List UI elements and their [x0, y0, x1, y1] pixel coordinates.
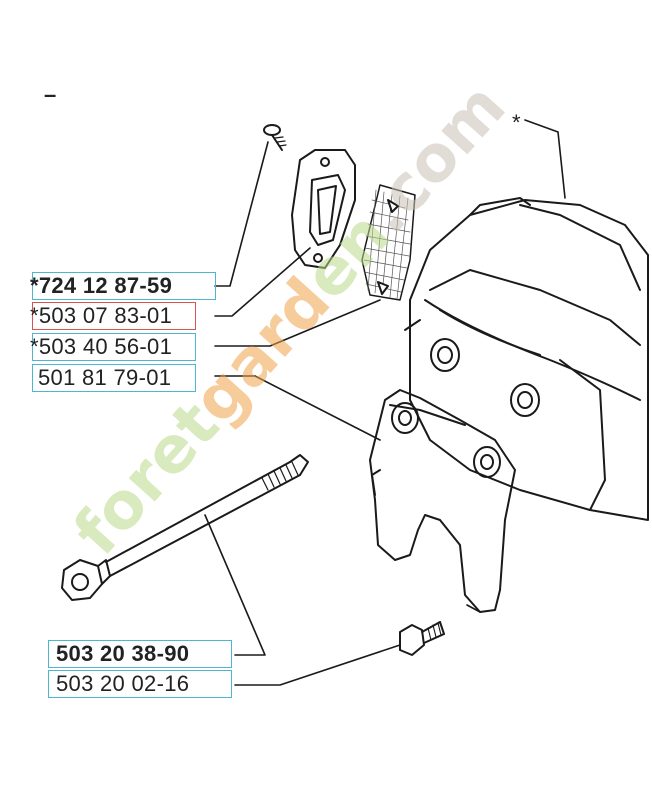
part-number-label[interactable]: *503 07 83-01	[30, 303, 173, 328]
highlight-box-part-2	[32, 302, 196, 330]
part-number-label[interactable]: *503 40 56-01	[30, 334, 173, 359]
part-number-label[interactable]: 501 81 79-01	[38, 365, 172, 390]
top-dash-mark: –	[44, 82, 57, 107]
long-bolt	[61, 454, 309, 601]
spark-screen	[361, 184, 416, 301]
highlight-box-part-1	[32, 272, 216, 300]
muffler-star-marker: *	[512, 110, 521, 135]
part-number-label[interactable]: 503 20 38-90	[56, 641, 190, 666]
cover-plate	[291, 149, 356, 269]
muffler-body	[404, 197, 649, 521]
flange-screw	[399, 621, 445, 656]
highlight-box-part-3	[32, 333, 196, 361]
part-number-label[interactable]: *724 12 87-59	[30, 273, 173, 298]
leader-lines	[204, 119, 566, 686]
highlight-box-part-6	[48, 670, 232, 698]
small-screw	[263, 124, 287, 151]
part-number-label[interactable]: 503 20 02-16	[56, 671, 190, 696]
highlight-box-part-4	[32, 364, 196, 392]
mounting-bracket	[369, 389, 516, 613]
highlight-box-part-5	[48, 640, 232, 668]
